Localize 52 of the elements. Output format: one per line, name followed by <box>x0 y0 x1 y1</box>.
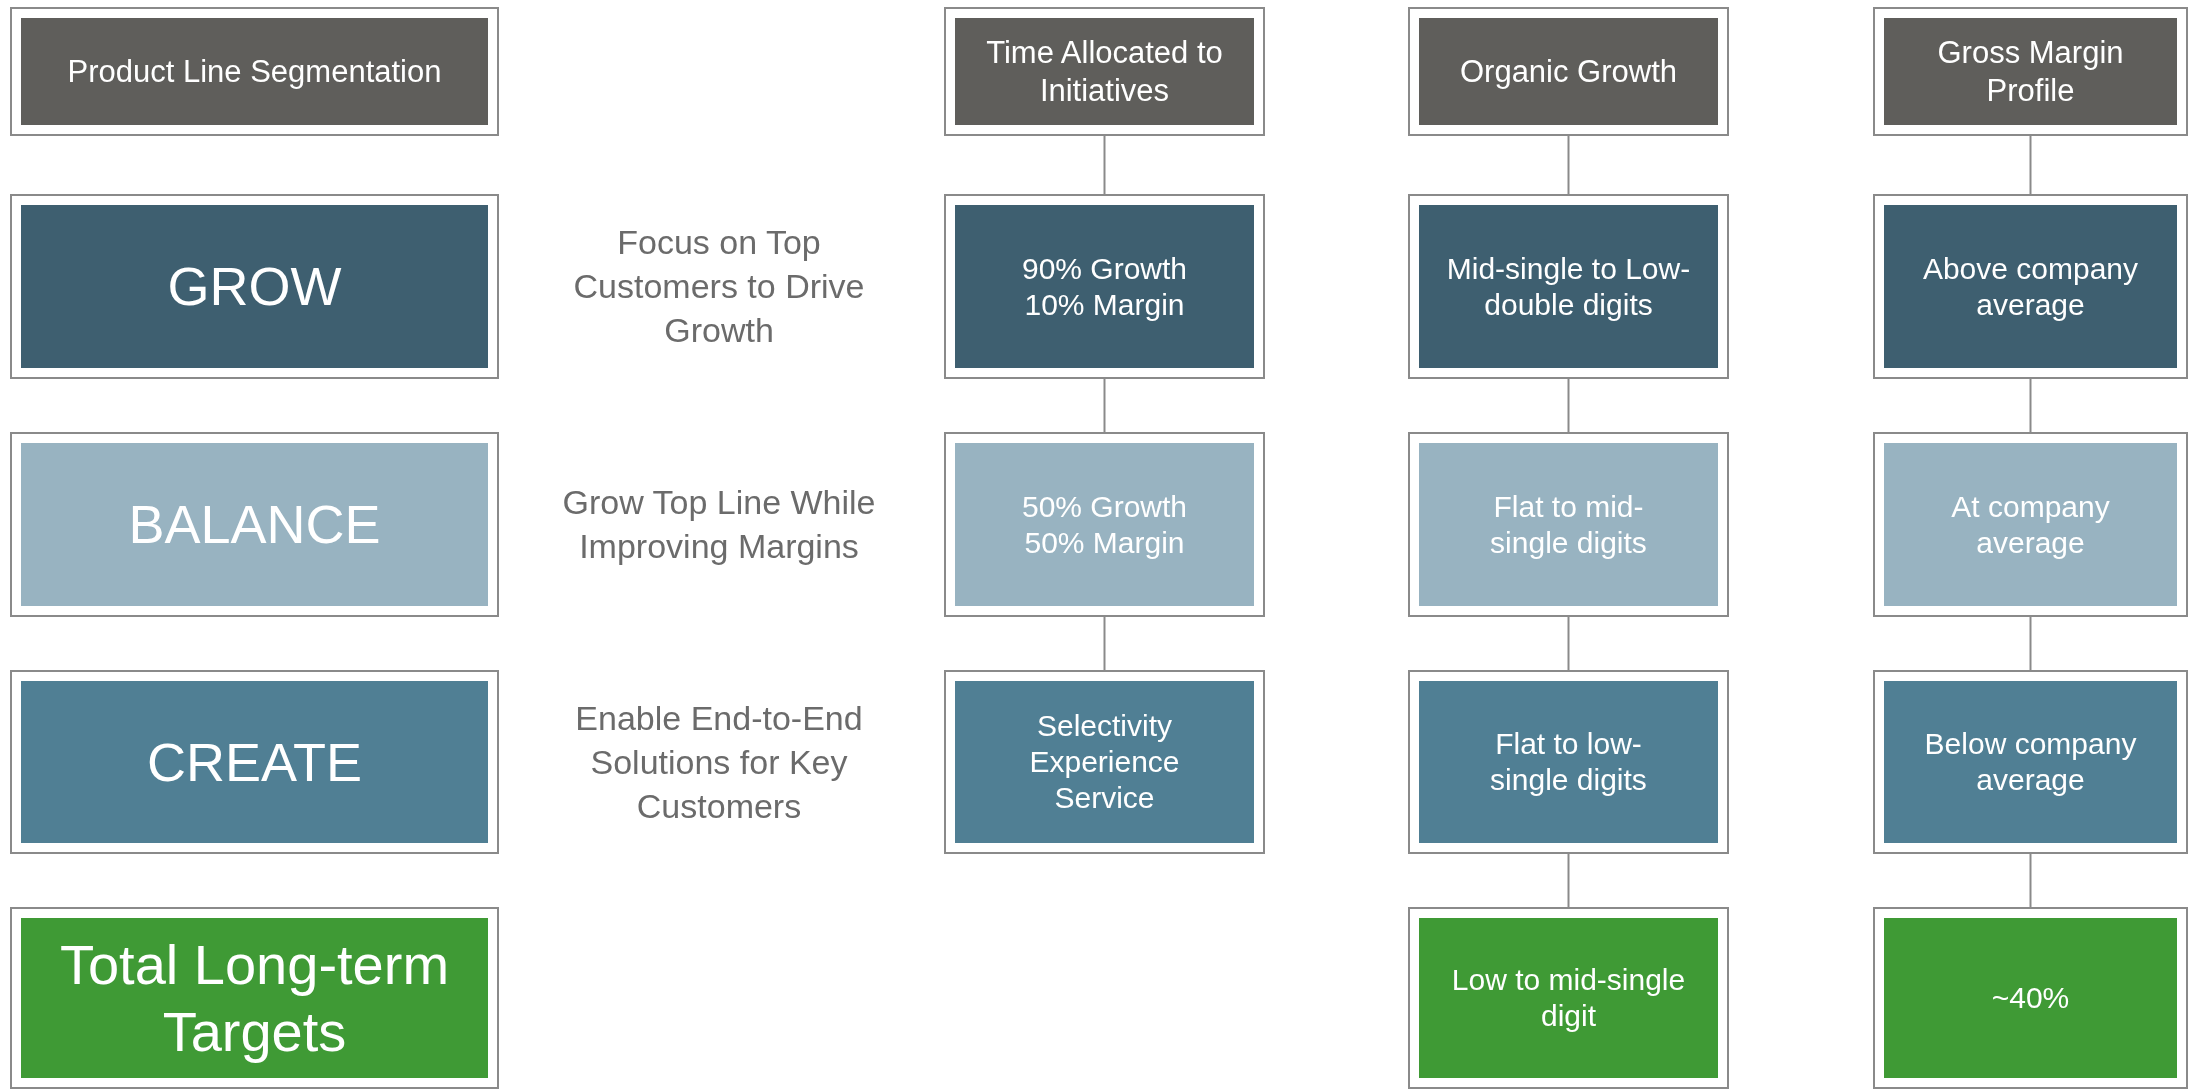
row-description: Focus on Top Customers to Drive Growth <box>572 221 866 352</box>
segment-text: Flat to low-single digits <box>1489 726 1648 798</box>
segment-text: Total Long-term Targets <box>58 931 451 1065</box>
segment-box <box>10 194 499 379</box>
header-box <box>1408 7 1729 136</box>
header-box <box>1873 7 2188 136</box>
row-description: Grow Top Line While Improving Margins <box>561 481 877 567</box>
segment-text: Below company average <box>1923 726 2138 798</box>
connector-line <box>1103 616 1106 671</box>
segment-text: CREATE <box>147 730 362 794</box>
segment-box <box>1408 907 1729 1089</box>
connector-line <box>2029 135 2032 195</box>
segment-box <box>944 194 1265 379</box>
segment-box <box>10 432 499 617</box>
segment-box <box>10 670 499 854</box>
segment-text: Mid-single to Low-double digits <box>1446 250 1691 323</box>
segment-box <box>10 907 499 1089</box>
header-box <box>10 7 499 136</box>
connector-line <box>1103 135 1106 195</box>
row-description: Enable End-to-End Solutions for Key Customers <box>574 697 864 828</box>
segment-box <box>1408 670 1729 854</box>
connector-line <box>1567 378 1570 433</box>
column-heading: Product Line Segmentation <box>67 52 442 91</box>
segment-text: At company average <box>1950 488 2111 561</box>
connector-line <box>1567 135 1570 195</box>
segment-box <box>1873 432 2188 617</box>
connector-line <box>2029 378 2032 433</box>
segment-text: ~40% <box>1991 980 2070 1016</box>
connector-line <box>2029 853 2032 908</box>
segment-box <box>944 670 1265 854</box>
segment-text: Low to mid-single digit <box>1450 962 1687 1034</box>
connector-line <box>1567 853 1570 908</box>
header-box <box>944 7 1265 136</box>
segment-box <box>1873 907 2188 1089</box>
segment-box <box>1873 194 2188 379</box>
segment-text: Selectivity Experience Service <box>1028 708 1181 816</box>
segment-box <box>1873 670 2188 854</box>
segment-text: Flat to mid-single digits <box>1489 488 1648 561</box>
segment-box <box>1408 432 1729 617</box>
column-heading: Time Allocated to Initiatives <box>985 34 1224 109</box>
segment-text: BALANCE <box>128 493 381 557</box>
segment-text: GROW <box>167 255 342 319</box>
segment-box <box>944 432 1265 617</box>
column-heading: Gross Margin Profile <box>1936 34 2125 109</box>
connector-line <box>2029 616 2032 671</box>
segment-text: 90% Growth 10% Margin <box>1020 250 1189 323</box>
column-heading: Organic Growth <box>1459 52 1678 91</box>
connector-line <box>1567 616 1570 671</box>
segment-text: 50% Growth 50% Margin <box>1020 488 1189 561</box>
connector-line <box>1103 378 1106 433</box>
segment-text: Above company average <box>1921 250 2140 323</box>
segment-box <box>1408 194 1729 379</box>
